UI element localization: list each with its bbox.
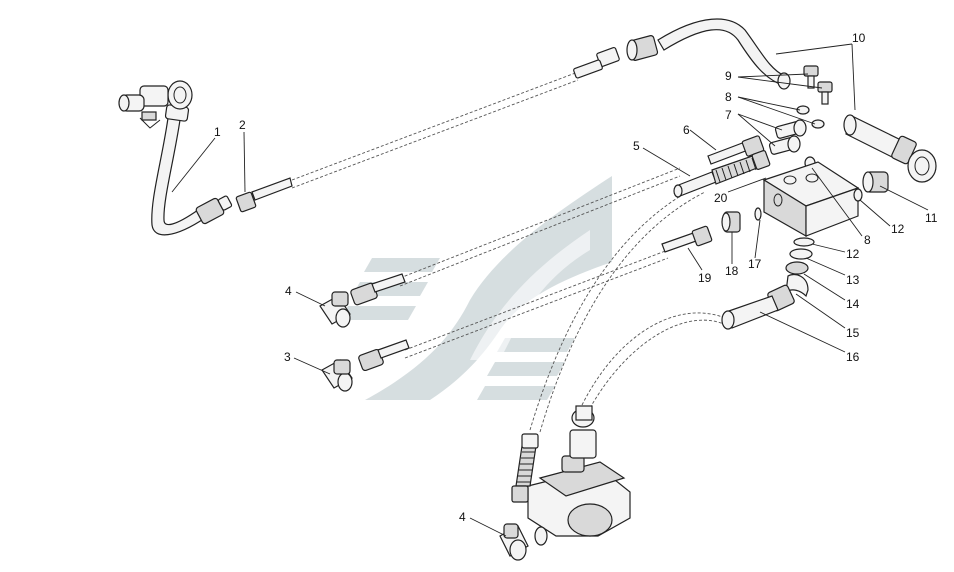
part-8-washers <box>796 105 825 170</box>
parts-12-16-seal-stack <box>721 237 815 330</box>
part-6-tube <box>707 135 765 165</box>
callout-1: 1 <box>214 125 221 139</box>
callout-6: 6 <box>683 123 690 137</box>
part-4-upper-elbow <box>319 273 406 328</box>
part-1-bent-pipe <box>118 80 233 236</box>
corrugated-hose <box>511 433 539 503</box>
valve-assembly <box>527 405 631 546</box>
callout-20: 20 <box>714 191 728 205</box>
callout-9: 9 <box>725 69 732 83</box>
part-9-bolts <box>803 65 833 105</box>
part-10-right-hose <box>843 114 937 183</box>
callout-18: 18 <box>725 264 739 278</box>
part-2-union-fitting <box>235 177 293 213</box>
callout-19: 19 <box>698 271 712 285</box>
callout-11: 11 <box>925 211 938 225</box>
part-5-hose-with-spring <box>673 150 771 198</box>
callout-8-upper: 8 <box>725 90 732 104</box>
callout-15: 15 <box>846 326 860 340</box>
part-3-elbow <box>321 339 410 392</box>
distribution-block <box>754 161 863 238</box>
part-18-fitting <box>721 211 741 233</box>
callout-8-lower: 8 <box>864 233 871 247</box>
callout-leader-lines <box>171 43 929 537</box>
part-10-upper-pipe <box>573 18 791 90</box>
callout-4-lower: 4 <box>459 510 466 524</box>
callout-16: 16 <box>846 350 860 364</box>
callout-3: 3 <box>284 350 291 364</box>
pipe-routing-lines <box>291 71 729 433</box>
callout-14: 14 <box>846 297 860 311</box>
callout-12-lower: 12 <box>846 247 860 261</box>
part-19-tube <box>661 225 713 253</box>
part-7-banjo-fittings <box>768 119 807 155</box>
part-11-adapter <box>862 171 889 193</box>
callout-labels: 1 2 3 4 4 5 6 7 8 9 10 11 12 8 12 13 14 … <box>214 31 938 524</box>
part-4-lower-elbow <box>499 523 529 561</box>
callout-12-upper: 12 <box>891 222 905 236</box>
callout-10: 10 <box>852 31 866 45</box>
callout-5: 5 <box>633 139 640 153</box>
callout-7: 7 <box>725 108 732 122</box>
callout-4-upper: 4 <box>285 284 292 298</box>
callout-13: 13 <box>846 273 860 287</box>
callout-2: 2 <box>239 118 246 132</box>
callout-17: 17 <box>748 257 762 271</box>
